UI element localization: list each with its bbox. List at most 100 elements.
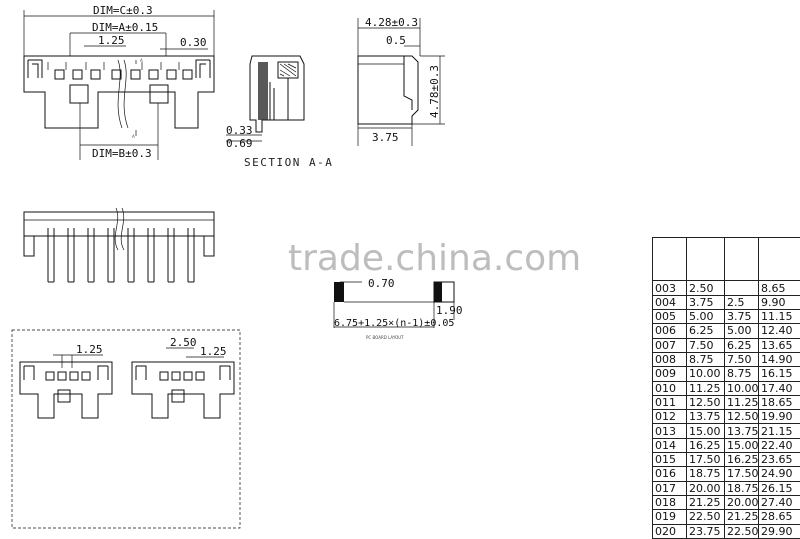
table-cell: 23.65 — [758, 452, 800, 468]
offset-label: 0.30 — [180, 36, 207, 49]
pad-width-label: 0.70 — [368, 277, 395, 290]
table-cell: 15.00 — [686, 423, 725, 439]
variant-right-small-label: 1.25 — [200, 345, 227, 358]
table-cell: 16.25 — [724, 452, 759, 468]
table-cell: 18.75 — [724, 480, 759, 496]
variants-box: 1.25 2.50 1.25 — [11, 329, 241, 529]
table-cell: 18.75 — [686, 466, 725, 482]
table-cell: 7.50 — [686, 337, 725, 353]
variant-left: 1.25 — [19, 343, 113, 419]
dim-c-label: DIM=C±0.3 — [93, 4, 153, 17]
table-cell: 010 — [652, 380, 687, 396]
table-cell: 011 — [652, 394, 687, 411]
variant-right-latch-l — [135, 365, 147, 380]
table-cell: 006 — [652, 323, 687, 339]
side-view: 4.28±0.3 0.5 4.78±0.3 3.75 — [357, 16, 445, 146]
section-marker-bottom: A — [132, 134, 135, 139]
formula-label: 6.75+1.25×(n-1)±0.05 — [334, 318, 454, 329]
table-cell: 11.25 — [686, 380, 725, 396]
table-cell: 015 — [652, 452, 687, 468]
table-cell: 16.15 — [758, 366, 800, 382]
variant-right-pitch-label: 2.50 — [170, 336, 197, 349]
section-outline — [249, 55, 305, 133]
left-latch — [27, 59, 43, 78]
table-cell: 21.25 — [724, 509, 759, 525]
table-cell: 11.25 — [724, 394, 759, 411]
table-cell: 20.00 — [724, 494, 759, 511]
table-cell: 019 — [652, 509, 687, 525]
table-cell: 2.5 — [724, 294, 759, 311]
variant-left-outline — [19, 361, 113, 419]
table-cell: 22.40 — [758, 437, 800, 454]
table-cell: 23.75 — [686, 523, 725, 539]
table-header-cell — [724, 236, 759, 282]
side-offset-label: 0.5 — [386, 34, 406, 47]
table-cell: 5.00 — [686, 309, 725, 325]
table-cell: 014 — [652, 437, 687, 454]
break-line — [117, 59, 129, 129]
variant-right-peg — [171, 389, 185, 403]
side-base-label: 3.75 — [372, 131, 399, 144]
table-cell: 22.50 — [724, 523, 759, 539]
front-view — [23, 207, 215, 283]
table-cell: 6.25 — [686, 323, 725, 339]
table-cell: 003 — [652, 280, 687, 296]
table-cell: 3.75 — [686, 294, 725, 311]
section-marker-top: A — [140, 58, 143, 63]
table-cell: 6.25 — [724, 337, 759, 353]
table-cell: 12.50 — [724, 409, 759, 425]
variant-left-latch-l — [23, 365, 35, 380]
variant-right-outline — [131, 361, 235, 419]
table-cell: 020 — [652, 523, 687, 539]
table-cell: 8.75 — [724, 366, 759, 382]
table-cell: 2.50 — [686, 280, 725, 296]
table-cell: 16.25 — [686, 437, 725, 454]
table-cell: 005 — [652, 309, 687, 325]
section-hatch-left — [258, 62, 268, 120]
side-latch — [403, 56, 413, 110]
table-cell: 29.90 — [758, 523, 800, 539]
table-cell: 10.00 — [724, 380, 759, 396]
table-cell: 008 — [652, 351, 687, 368]
table-cell: 004 — [652, 294, 687, 311]
variant-left-latch-r — [97, 365, 109, 380]
pcb-layout: 0.70 1.90 6.75+1.25×(n-1)±0.05 PC BOARD … — [333, 277, 463, 340]
pitch-label: 1.25 — [98, 34, 125, 47]
section-view: 0.33 0.69 SECTION A-A — [226, 55, 333, 169]
right-latch — [195, 59, 211, 78]
table-cell: 11.15 — [758, 309, 800, 325]
table-cell: 009 — [652, 366, 687, 382]
table-cell: 016 — [652, 466, 687, 482]
table-cell: 018 — [652, 494, 687, 511]
table-header-cell — [758, 236, 800, 282]
section-caption: SECTION A-A — [244, 156, 333, 169]
pcb-caption: PC BOARD LAYOUT — [366, 335, 404, 340]
table-cell: 21.25 — [686, 494, 725, 511]
table-cell: 9.90 — [758, 294, 800, 311]
variant-left-pitch-label: 1.25 — [76, 343, 103, 356]
table-cell: 14.90 — [758, 351, 800, 368]
variants-frame — [11, 329, 241, 529]
pad-right-fill — [434, 282, 442, 302]
table-cell: 13.75 — [724, 423, 759, 439]
front-peg-left — [23, 235, 35, 257]
housing-outline — [23, 55, 215, 129]
table-cell: 17.40 — [758, 380, 800, 396]
dim-a-label: DIM=A±0.15 — [92, 21, 158, 34]
table-cell: 7.50 — [724, 351, 759, 368]
table-cell: 12.50 — [686, 394, 725, 411]
